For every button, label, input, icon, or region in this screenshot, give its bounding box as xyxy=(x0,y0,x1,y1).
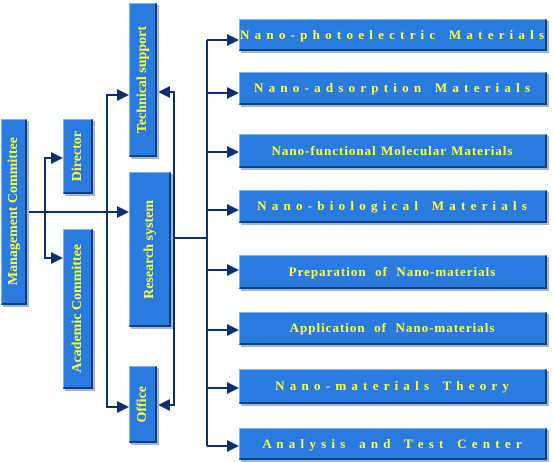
division-box-analysis-test: A n a l y s i s a n d T e s t C e n t e … xyxy=(239,428,547,460)
division-label: Preparation of Nano-materials xyxy=(288,263,497,279)
division-box-theory: N a n o - m a t e r i a l s T h e o r y xyxy=(239,369,547,404)
technical-support-box: Technical support xyxy=(129,3,157,157)
division-box-photoelectric: N a n o - p h o t o e l e c t r i c M a … xyxy=(239,19,547,51)
office-label: Office xyxy=(134,385,150,423)
research-system-label: Research system xyxy=(141,199,157,299)
director-label: Director xyxy=(69,130,85,182)
division-label: Nano-functional Molecular Materials xyxy=(271,142,514,158)
division-label: N a n o - p h o t o e l e c t r i c M a … xyxy=(239,26,546,42)
research-system-box: Research system xyxy=(129,172,171,327)
division-label: N a n o - a d s o r p t i o n M a t e r … xyxy=(253,80,532,95)
division-label: N a n o - b i o l o g i c a l M a t e r … xyxy=(257,198,528,213)
director-box: Director xyxy=(63,119,93,194)
division-box-adsorption: N a n o - a d s o r p t i o n M a t e r … xyxy=(239,72,547,105)
academic-committee-label: Academic Committee xyxy=(69,244,85,373)
technical-support-label: Technical support xyxy=(134,25,150,134)
academic-committee-box: Academic Committee xyxy=(63,229,93,389)
division-label: A n a l y s i s a n d T e s t C e n t e … xyxy=(262,435,523,451)
office-box: Office xyxy=(129,366,157,443)
division-box-functional-molecular: Nano-functional Molecular Materials xyxy=(239,134,547,168)
division-box-application: Application of Nano-materials xyxy=(239,312,547,345)
division-label: Application of Nano-materials xyxy=(289,320,496,335)
division-box-preparation: Preparation of Nano-materials xyxy=(239,255,547,289)
management-committee-label: Management Committee xyxy=(5,137,21,286)
division-label: N a n o - m a t e r i a l s T h e o r y xyxy=(275,378,510,393)
management-committee-box: Management Committee xyxy=(1,119,27,305)
division-box-biological: N a n o - b i o l o g i c a l M a t e r … xyxy=(239,190,547,223)
